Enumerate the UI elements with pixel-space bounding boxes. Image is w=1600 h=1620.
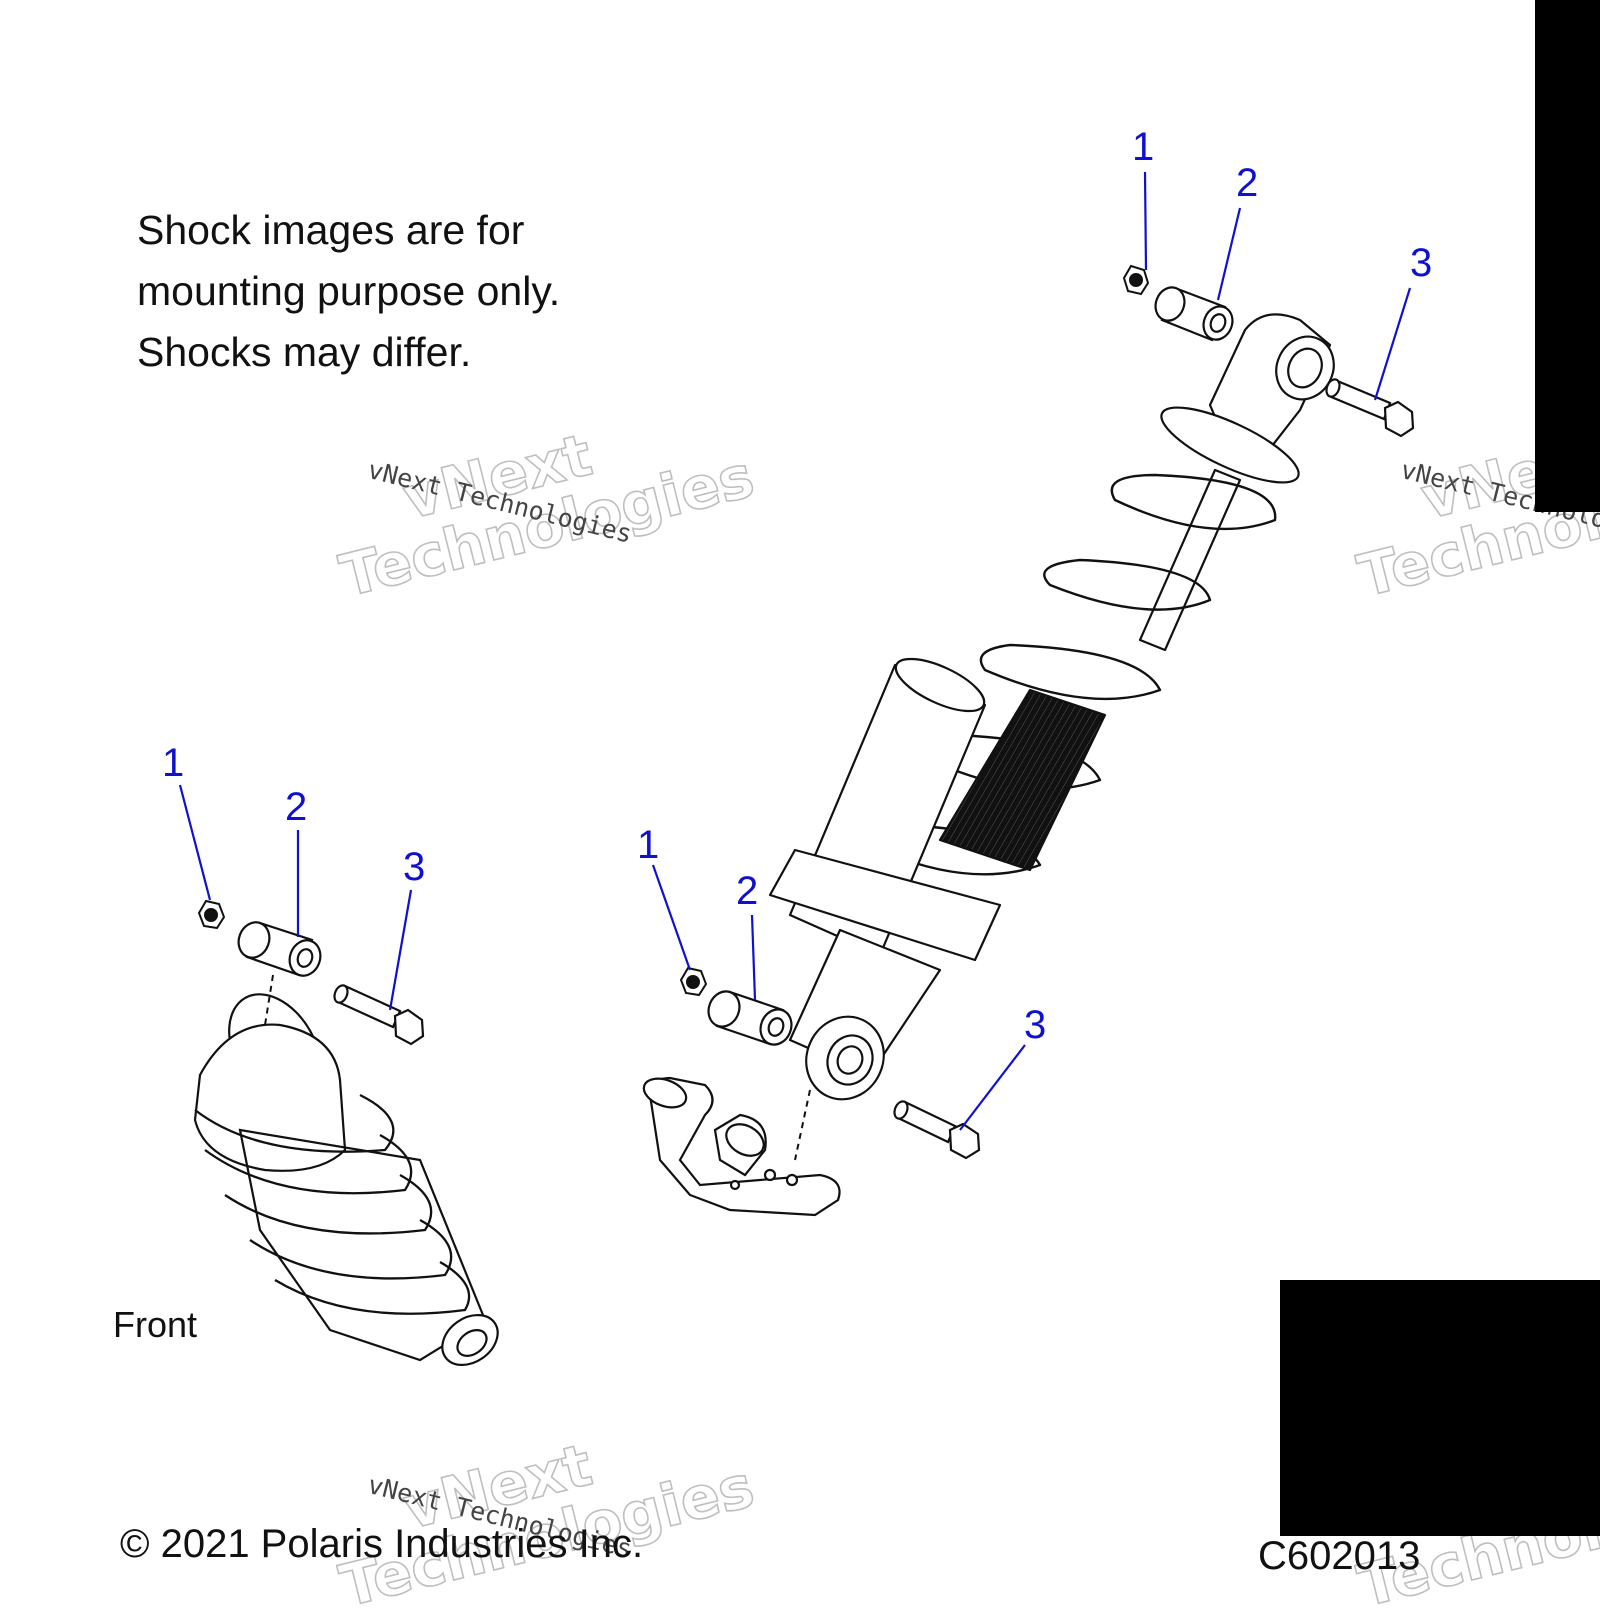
nut-rear-lower: [679, 966, 708, 997]
redaction-block: [1535, 0, 1600, 512]
bolt-rear-lower: [893, 1100, 981, 1160]
mounting-note: Shock images are for mounting purpose on…: [137, 200, 560, 383]
callout-3-rear-lower: 3: [1024, 1003, 1046, 1047]
note-line: mounting purpose only.: [137, 268, 561, 314]
bolt-rear-upper: [1325, 378, 1415, 438]
callout-2-rear-lower: 2: [736, 869, 758, 913]
bolt-front: [333, 984, 425, 1046]
copyright: © 2021 Polaris Industries Inc.: [120, 1522, 644, 1566]
callout-1-rear-lower: 1: [637, 823, 659, 867]
callout-3-front: 3: [403, 845, 425, 889]
callout-1-rear-upper: 1: [1132, 125, 1154, 169]
nut-rear-upper: [1122, 264, 1150, 296]
spacer-front: [237, 921, 322, 977]
callout-1-front: 1: [162, 741, 184, 785]
callout-leaders: [178, 171, 1412, 1131]
rear-shock: [768, 313, 1335, 1101]
nut-front: [197, 899, 226, 930]
front-label: Front: [113, 1304, 198, 1345]
note-line: Shock images are for: [137, 207, 525, 253]
spacer-rear-upper: [1154, 286, 1234, 342]
callout-2-front: 2: [285, 785, 307, 829]
note-line: Shocks may differ.: [137, 329, 472, 375]
diagram-code: C602013: [1258, 1534, 1421, 1578]
redaction-block: [1280, 1280, 1600, 1536]
spacer-rear-lower: [707, 990, 793, 1046]
callout-3-rear-upper: 3: [1410, 241, 1432, 285]
front-shock: [193, 993, 499, 1367]
callout-2-rear-upper: 2: [1236, 161, 1258, 205]
lower-mount-bracket: [642, 1076, 841, 1217]
